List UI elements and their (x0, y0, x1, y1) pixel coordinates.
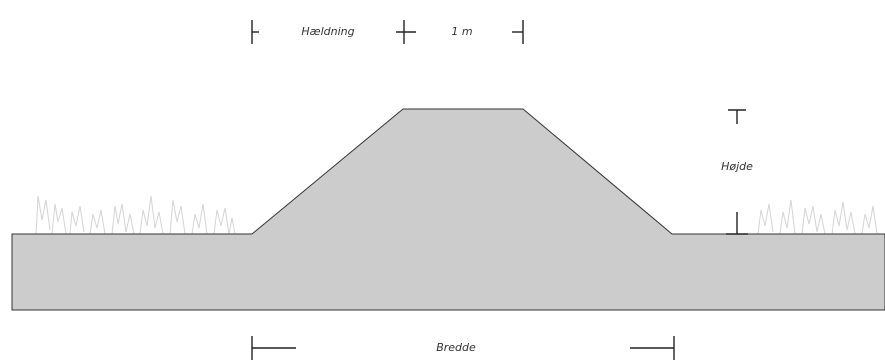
dike-body (11, 108, 885, 311)
crest-width-label: 1 m (451, 25, 472, 38)
grass-right (757, 199, 878, 235)
width-label: Bredde (436, 341, 476, 354)
height-dimension: Højde (721, 109, 753, 235)
top-dimension: Hældning 1 m (251, 20, 524, 44)
width-dimension: Bredde (251, 336, 675, 360)
slope-label: Hældning (301, 25, 354, 38)
height-label: Højde (721, 160, 753, 173)
grass-left (35, 195, 236, 235)
